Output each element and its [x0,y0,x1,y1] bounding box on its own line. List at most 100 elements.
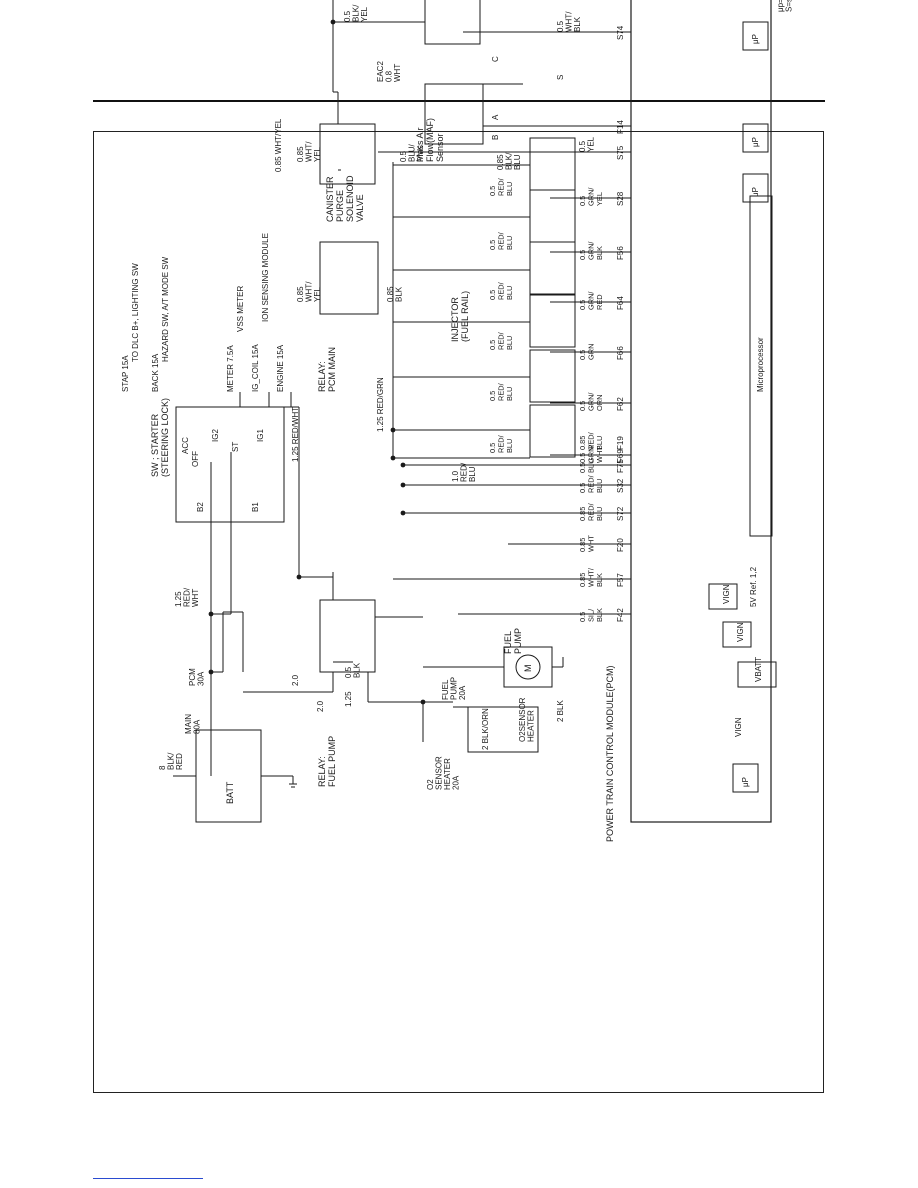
up-label-s75: μP [751,187,760,197]
pcm-main-relay-box [319,241,379,315]
maf-wire-a-line-2: YEL [587,136,596,152]
pcm-pin-s74: S74 [616,25,625,40]
pcm-pin-wire-f42-line-2: SIL/ [587,608,596,622]
pcm-pin-wire-s72-line-1: 0.85 [578,507,587,521]
wire-to-switch-label-line-3: WHT [191,589,200,607]
injector-pin-wire-f64-line-2: GRN/ [587,291,596,310]
pcm-main-wire-in-line-2: WHT/ [305,281,314,302]
wire-2-0-b-label: 2.0 [316,700,325,712]
injector-wire-in-3-line-1: 0.5 [488,340,497,350]
o2-box-label-line-1: O2SENSOR [518,697,527,742]
battery-label: BATT [225,781,235,804]
injector-pin-f64: F64 [616,296,625,310]
injector-pin-f62: F62 [616,397,625,411]
injector-pin-f66: F66 [616,346,625,360]
maf-pin-c: C [491,56,500,62]
maf-wire-b-line-2: BLK/ [505,152,514,170]
footer-link[interactable] [93,1178,203,1179]
vsv-wire-in-line-3: YEL [360,6,369,22]
pcm-main-wire-gnd-line-1: 0.85 [386,286,395,302]
pcm-pin-s72: S72 [616,506,625,521]
injector-pin-wire-f62-line-1: 0.5 [578,401,587,411]
vsv-wire-out-line-1: 0.5 [556,20,565,32]
vsv-wire-in-line-1: 0.5 [343,10,352,22]
pcm-pin-wire-f42-line-1: 0.5 [578,612,587,622]
maf-wire-c-line-2: 0.8 [385,70,394,82]
injector-wire-in-5-line-3: BLU [505,236,514,250]
main-fuse-label-line-2: 80A [193,719,202,734]
pcm-pin-wire-f75-line-2: BLU [587,459,596,473]
injector-wire-in-6-line-2: RED/ [497,177,506,196]
injector-wire-in-1-line-3: BLU [505,439,514,453]
pcm-main-wire-gnd-line-2: BLK [395,286,404,302]
vign-block-2 [708,583,738,610]
pcm-pin-wire-f20-line-1: 0.85 [578,538,587,552]
microprocessor-label: Microprocessor [756,337,765,392]
injector-feed-label-line-2: RED/ [460,462,469,482]
pcm-pin-f19: F19 [616,436,625,450]
pcm-main-wire-in-line-1: 0.85 [296,286,305,302]
injector-wire-in-5-line-2: RED/ [497,231,506,250]
ign-wire-label: 1.25 RED/WHT [291,407,300,462]
injector-wire-in-5-line-1: 0.5 [488,240,497,250]
canister-wire-side-line-2: WHT/ [305,141,314,162]
up-block-left [732,763,759,793]
maf-wire-c-line-3: WHT [393,64,402,82]
canister-wire-side-line-1: 0.85 [296,146,305,162]
terminal-ig2: IG2 [211,429,220,442]
fuel-pump-relay-label-line-1: RELAY: [317,756,327,787]
maf-label-line-1: Mass Air [415,127,425,162]
fuse-engine-label: ENGINE 15A [276,344,285,392]
o2-wire-label: 2 BLK/ORN [481,708,490,750]
pcm-pin-f42: F42 [616,608,625,622]
canister-wire-out-line-2: BLU/ [408,143,417,162]
starter-switch-title-line-2: (STEERING LOCK) [160,398,170,477]
injector-pin-s28: S28 [616,191,625,206]
injector-wire-in-3-line-2: RED/ [497,331,506,350]
fuel-pump-relay-box [319,599,376,673]
maf-wire-c-line-1: EAC2 [376,61,385,82]
canister-wire-out-line-3: PNK [416,145,425,162]
injector-3 [529,294,576,348]
canister-label-line-2: PURGE [335,190,345,222]
fuel-pump-relay-label-line-2: FUEL PUMP [327,736,337,787]
maf-wire-b-line-3: BLU [513,154,522,170]
o2-heater-box [467,706,539,753]
terminal-b1: B1 [251,502,260,512]
injector-label-line-2: (FUEL RAIL) [460,291,470,342]
vbatt-block [737,661,777,688]
injector-wire-in-2-line-2: RED/ [497,382,506,401]
wire-1-25-label: 1.25 [344,691,353,707]
terminal-b2: B2 [196,502,205,512]
pcm-pin-f14: F14 [616,120,625,134]
pcm-box [630,0,772,823]
maf-pin-a: A [491,114,500,120]
injector-wire-in-1-line-1: 0.5 [488,443,497,453]
injector-pin-wire-f56-line-2: GRN/ [587,241,596,260]
o2-fuse-label-line-3: HEATER [443,758,452,790]
maf-wire-b-line-1: 0.85 [496,154,505,170]
vsv-wire-in-line-2: BLK/ [352,4,361,22]
maf-shield-label: S [556,75,565,80]
injector-pin-f69: F69 [616,449,625,463]
injector-feed-label-line-1: 1.0 [451,470,460,482]
microprocessor-bar [749,195,773,537]
injector-wire-in-4-line-3: BLU [505,286,514,300]
fuel-pump-fuse-label-line-2: PUMP [450,677,459,700]
injector-pin-wire-f62-line-2: GRN/ [587,392,596,411]
pcm-pin-wire-s72-line-3: BLU [595,507,604,521]
injector-1 [529,404,576,458]
starter-switch-title-line-1: SW ; STARTER [150,413,160,477]
injector-pin-wire-f69-line-2: GRN/ [587,444,596,463]
fuel-pump-gnd-label: 2 BLK [556,700,565,722]
vign-label-2: VIGN [722,584,731,604]
maf-label-line-3: Sensor [435,133,445,162]
fuel-pump-label-line-2: PUMP [513,628,523,654]
main-wire-label-line-2: BLK/ [167,752,176,770]
pcm-pin-wire-f20-line-2: WHT [587,535,596,552]
pcm-pin-wire-s72-line-2: RED/ [587,502,596,521]
o2-fuse-label-line-2: SENSOR [435,756,444,790]
fuse-stap-dest: TO DLC B+, LIGHTING SW [131,263,140,362]
pcm-pin-wire-f19-line-2: RED/ [587,431,596,450]
